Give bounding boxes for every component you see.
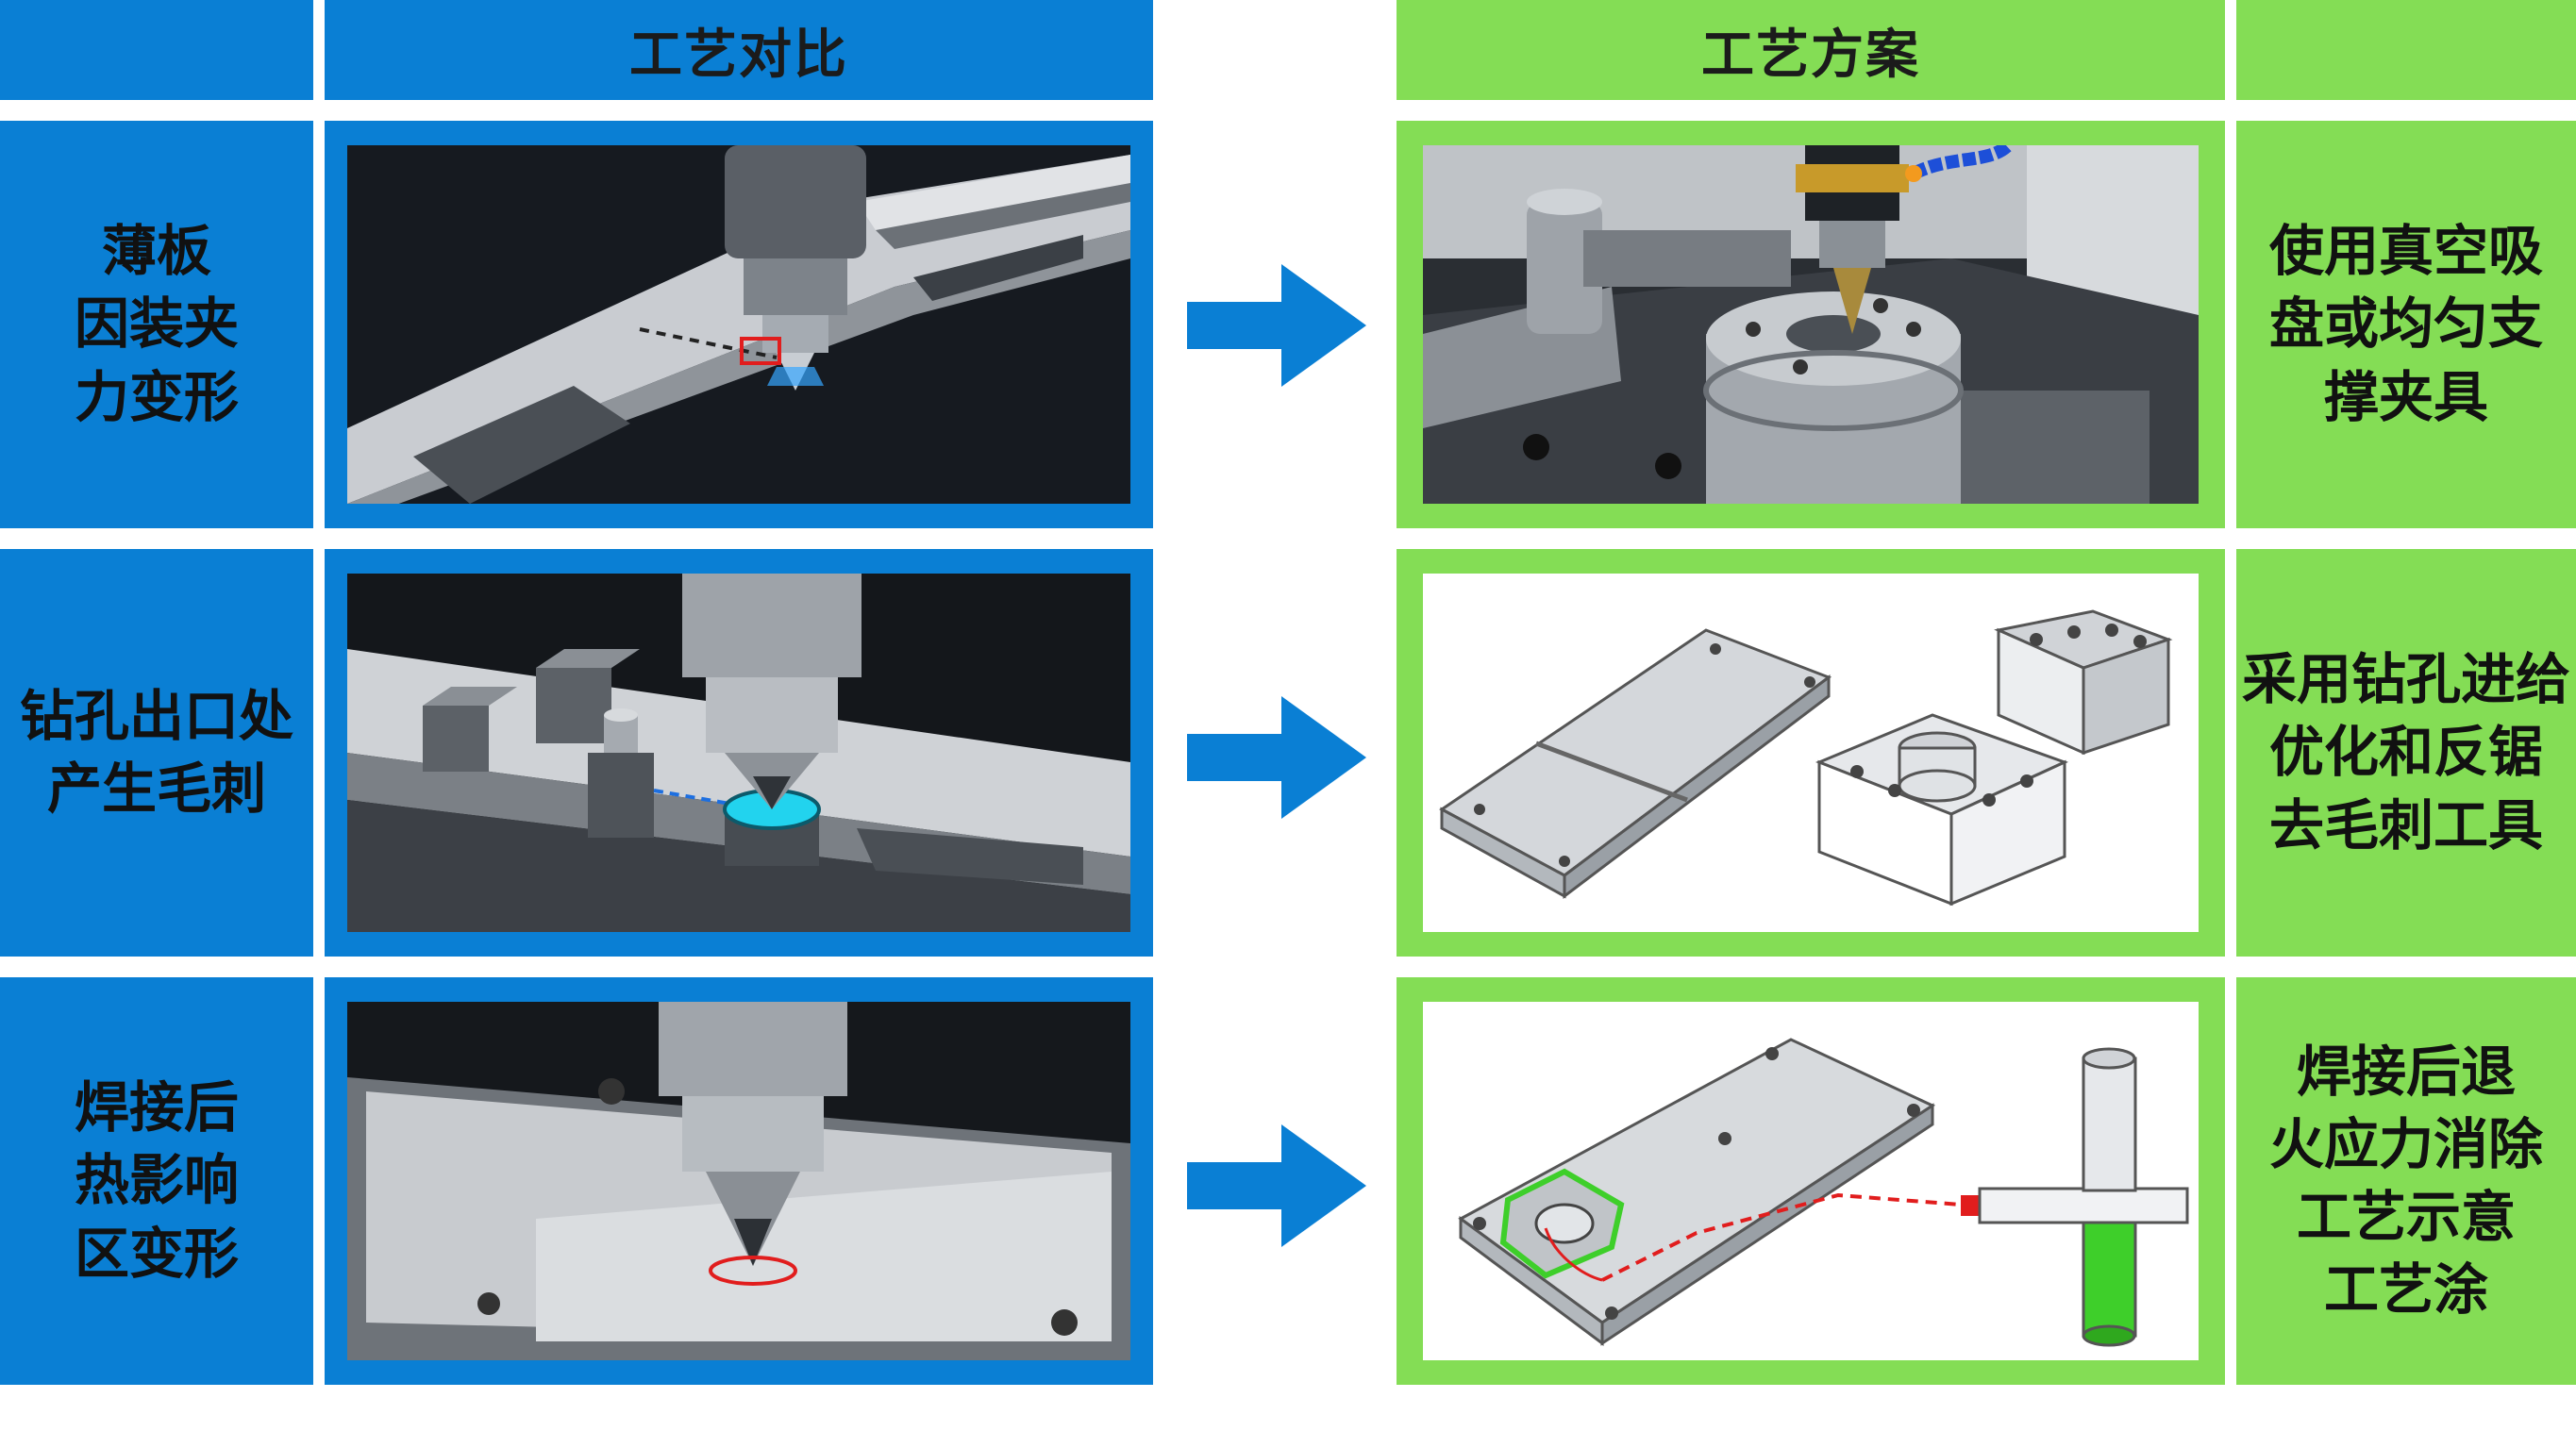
row2-solution-image	[1423, 574, 2199, 932]
row3-solution-line2: 火应力消除	[2268, 1111, 2543, 1176]
row2-solution-line1: 采用钻孔进给	[2241, 647, 2570, 712]
row2-right-arrow-icon	[1187, 696, 1366, 819]
row3-problem-cell	[0, 977, 313, 1385]
row1-problem-line1: 薄板	[101, 219, 211, 284]
row3-solution-line1: 焊接后退	[2296, 1039, 2516, 1104]
row2-problem-label: 钻孔出口处 产生毛刺	[0, 549, 313, 957]
row3-solution-label: 焊接后退 火应力消除 工艺示意 工艺涂	[2236, 977, 2576, 1385]
row3-solution-image-frame	[1397, 977, 2225, 1385]
stress-relief-annealing-icon	[1423, 1002, 2199, 1360]
left-column-title: 工艺对比	[629, 24, 848, 86]
row2-solution-line2: 优化和反锯	[2268, 720, 2543, 785]
row1-solution-image	[1423, 145, 2199, 504]
row1-solution-line2: 盘或均匀支	[2268, 291, 2543, 357]
row1-problem-cell	[0, 121, 313, 528]
row3-right-arrow-icon	[1187, 1124, 1366, 1247]
row1-problem-line2: 因装夹	[74, 291, 239, 357]
right-header-corner	[2236, 0, 2576, 100]
row1-problem-label: 薄板 因装夹 力变形	[0, 121, 313, 528]
row2-solution-label: 采用钻孔进给 优化和反锯 去毛刺工具	[2236, 549, 2576, 957]
left-column-header: 工艺对比	[325, 0, 1153, 100]
row1-solution-cell	[2236, 121, 2576, 528]
row2-problem-cell	[0, 549, 313, 957]
row1-problem-image-frame	[325, 121, 1153, 528]
right-column-title: 工艺方案	[1701, 24, 1920, 86]
drill-exit-burr-icon	[347, 574, 1130, 932]
row1-solution-image-frame	[1397, 121, 2225, 528]
row3-problem-label: 焊接后 热影响 区变形	[0, 977, 313, 1385]
weld-heat-affected-zone-icon	[347, 1002, 1130, 1360]
right-column-header: 工艺方案	[1397, 0, 2225, 100]
row1-problem-line3: 力变形	[74, 364, 239, 429]
vacuum-chuck-fixture-icon	[1423, 145, 2199, 504]
row3-problem-image	[347, 1002, 1130, 1360]
row3-solution-image	[1423, 1002, 2199, 1360]
row3-problem-image-frame	[325, 977, 1153, 1385]
row3-solution-line4: 工艺涂	[2323, 1257, 2488, 1323]
thin-plate-clamp-icon	[347, 145, 1130, 504]
row2-problem-image-frame	[325, 549, 1153, 957]
row3-solution-cell	[2236, 977, 2576, 1385]
plate-and-fixture-block-icon	[1423, 574, 2199, 932]
row3-solution-line3: 工艺示意	[2296, 1185, 2516, 1249]
row2-problem-image	[347, 574, 1130, 932]
row2-solution-cell	[2236, 549, 2576, 957]
row1-solution-line1: 使用真空吸	[2268, 219, 2543, 284]
row3-problem-line2: 热影响	[74, 1148, 239, 1213]
row2-problem-line1: 钻孔出口处	[19, 683, 293, 748]
row3-problem-line1: 焊接后	[74, 1075, 239, 1140]
row3-problem-line3: 区变形	[74, 1221, 239, 1286]
row1-solution-label: 使用真空吸 盘或均匀支 撑夹具	[2236, 121, 2576, 528]
left-header-corner	[0, 0, 313, 100]
row1-right-arrow-icon	[1187, 264, 1366, 387]
row2-solution-image-frame	[1397, 549, 2225, 957]
row1-problem-image	[347, 145, 1130, 504]
row1-solution-line3: 撑夹具	[2323, 364, 2488, 429]
row2-solution-line3: 去毛刺工具	[2268, 792, 2543, 857]
row2-problem-line2: 产生毛刺	[46, 757, 266, 821]
